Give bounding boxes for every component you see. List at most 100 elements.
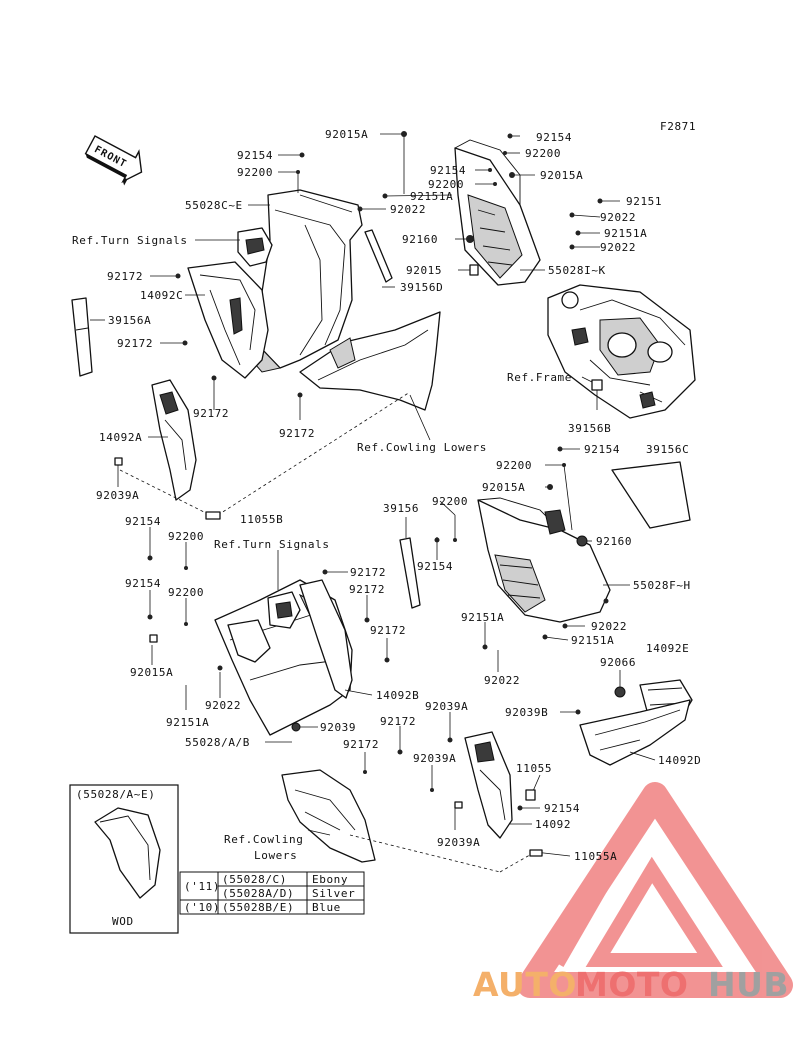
label-92172: 92172	[350, 566, 386, 579]
diagram-code: F2871	[660, 120, 696, 133]
inner-panel-14092C	[187, 261, 269, 379]
label-92154: 92154	[584, 443, 620, 456]
color-row-2-part: (55028A/D)	[222, 887, 294, 900]
ref-turn-signals-label: Ref.Turn Signals	[214, 538, 330, 551]
lower-bracket-top	[299, 311, 441, 411]
label-39156A: 39156A	[108, 314, 151, 327]
lower-cowl-left	[281, 769, 376, 863]
strip-39156A	[71, 297, 93, 377]
color-row-2-color: Silver	[312, 887, 355, 900]
panel-39156C	[611, 461, 691, 529]
label-92200: 92200	[496, 459, 532, 472]
label-92200: 92200	[237, 166, 273, 179]
strip-39156D	[364, 229, 393, 283]
label-92151A: 92151A	[461, 611, 504, 624]
label-92039A: 92039A	[437, 836, 480, 849]
label-11055B: 11055B	[240, 513, 283, 526]
label-14092D: 14092D	[658, 754, 701, 767]
watermark-moto: MOTO	[575, 965, 688, 1004]
label-92022: 92022	[600, 241, 636, 254]
color-row-3-color: Blue	[312, 901, 341, 914]
upper-cowl-right	[454, 139, 541, 286]
ref-cowling-lowers-label: Ref.Cowling Lowers	[357, 441, 487, 454]
label-92015: 92015	[406, 264, 442, 277]
label-92172: 92172	[380, 715, 416, 728]
label-14092A: 14092A	[99, 431, 142, 444]
inset-caption: WOD	[112, 915, 134, 928]
label-39156D: 39156D	[400, 281, 443, 294]
label-92022: 92022	[390, 203, 426, 216]
label-92200: 92200	[168, 530, 204, 543]
label-55028-A-B: 55028/A/B	[185, 736, 250, 749]
label-14092B: 14092B	[376, 689, 419, 702]
label-92172: 92172	[279, 427, 315, 440]
label-92200: 92200	[428, 178, 464, 191]
label-55028I-K: 55028I~K	[548, 264, 606, 277]
label-92015A: 92015A	[482, 481, 525, 494]
label-92154: 92154	[544, 802, 580, 815]
ref-turn-signals-label: Ref.Turn Signals	[72, 234, 188, 247]
label-14092C: 14092C	[140, 289, 183, 302]
ref-frame-label: Ref.Frame	[507, 371, 572, 384]
label-92039B: 92039B	[505, 706, 548, 719]
label-92172: 92172	[193, 407, 229, 420]
label-92022: 92022	[591, 620, 627, 633]
middle-cowl-right	[477, 497, 611, 623]
label-11055: 11055	[516, 762, 552, 775]
label-39156C: 39156C	[646, 443, 689, 456]
label-92172: 92172	[117, 337, 153, 350]
label-92154: 92154	[536, 131, 572, 144]
label-92151A: 92151A	[604, 227, 647, 240]
ref-cowling-lowers-label-line1: Ref.Cowling	[224, 833, 303, 846]
color-table: ('11) (55028/C) Ebony (55028A/D) Silver …	[179, 871, 365, 915]
label-92015A: 92015A	[130, 666, 173, 679]
label-92154: 92154	[237, 149, 273, 162]
label-92151A: 92151A	[571, 634, 614, 647]
color-row-1-year: ('11)	[184, 880, 220, 893]
label-92200: 92200	[525, 147, 561, 160]
label-92172: 92172	[107, 270, 143, 283]
label-92154: 92154	[417, 560, 453, 573]
label-92022: 92022	[484, 674, 520, 687]
label-92200: 92200	[168, 586, 204, 599]
turn-signal-bracket-mid	[227, 591, 301, 663]
label-92039: 92039	[320, 721, 356, 734]
label-92154: 92154	[430, 164, 466, 177]
label-92066: 92066	[600, 656, 636, 669]
frame-assembly	[547, 284, 696, 419]
label-92172: 92172	[370, 624, 406, 637]
watermark-hub: HUB	[708, 965, 789, 1004]
part-labels: 92015A 92154 92200 92154 92200 92154 922…	[72, 128, 701, 863]
fasteners	[114, 131, 626, 857]
inset-title: (55028/A~E)	[76, 788, 155, 801]
label-92154: 92154	[125, 577, 161, 590]
label-92172: 92172	[343, 738, 379, 751]
watermark-logo	[517, 782, 793, 998]
ref-cowling-lowers-label-line2: Lowers	[254, 849, 297, 862]
inset-box: (55028/A~E) WOD	[69, 784, 179, 934]
label-92151: 92151	[626, 195, 662, 208]
label-92160: 92160	[402, 233, 438, 246]
label-55028C-E: 55028C~E	[185, 199, 243, 212]
label-92200: 92200	[432, 495, 468, 508]
label-92022: 92022	[205, 699, 241, 712]
label-92172: 92172	[349, 583, 385, 596]
color-row-3-part: (55028B/E)	[222, 901, 294, 914]
label-92022: 92022	[600, 211, 636, 224]
label-92039A: 92039A	[96, 489, 139, 502]
inner-panel-14092B	[299, 579, 353, 699]
label-14092: 14092	[535, 818, 571, 831]
color-row-1-part: (55028/C)	[222, 873, 287, 886]
watermark-text: AUTO MOTO HUB	[473, 965, 789, 1004]
label-14092E: 14092E	[646, 642, 689, 655]
front-arrow-icon: FRONT	[84, 135, 143, 186]
inner-panel-14092A	[151, 379, 197, 501]
watermark-auto: AUTO	[473, 965, 577, 1004]
turn-signal-bracket-top	[237, 227, 273, 267]
label-39156B: 39156B	[568, 422, 611, 435]
color-row-1-color: Ebony	[312, 873, 348, 886]
color-row-3-year: ('10)	[184, 901, 220, 914]
label-55028F-H: 55028F~H	[633, 579, 691, 592]
